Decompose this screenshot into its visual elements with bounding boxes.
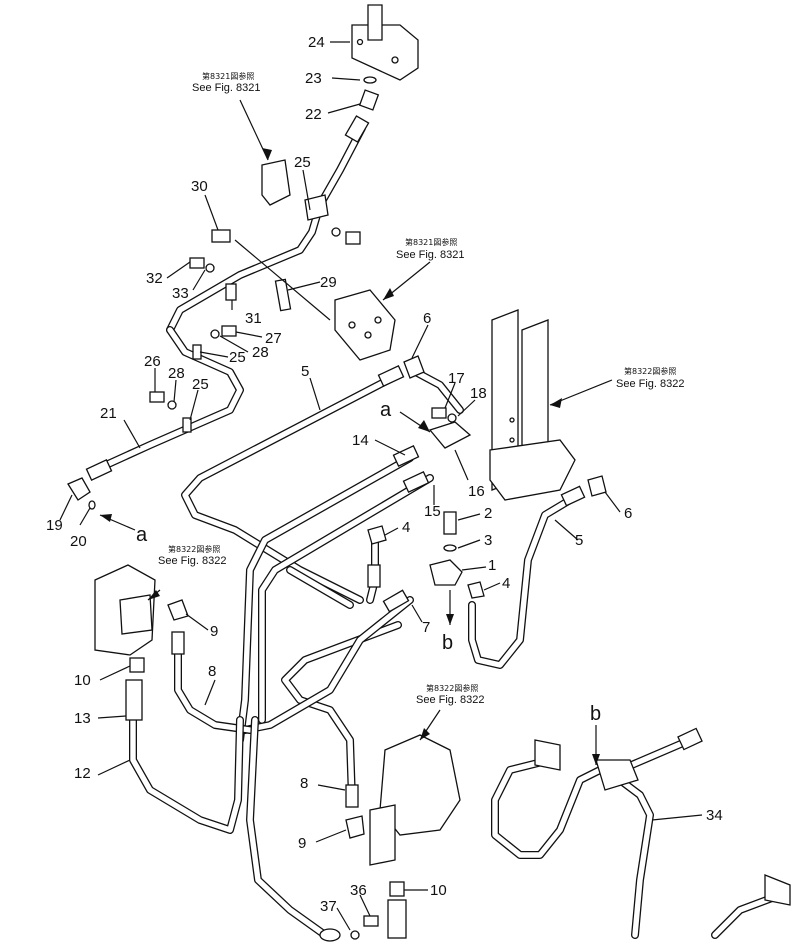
part-label: 6 [624, 505, 632, 522]
part-label: 16 [468, 483, 485, 500]
part-label: 9 [298, 835, 306, 852]
part-number-labels: 24 23 22 25 30 29 32 33 31 27 28 25 26 2… [46, 34, 723, 915]
part-label: 4 [502, 575, 510, 592]
part-label: 30 [191, 178, 208, 195]
part-label: 26 [144, 353, 161, 370]
ref-en: See Fig. 8322 [158, 555, 227, 567]
part-label: 23 [305, 70, 322, 87]
components [67, 4, 791, 942]
letter-label: b [442, 632, 453, 654]
part-label: 29 [320, 274, 337, 291]
part-label: 36 [350, 882, 367, 899]
part-label: 4 [402, 519, 410, 536]
part-label: 6 [423, 310, 431, 327]
part-label: 34 [706, 807, 723, 824]
part-label: 1 [488, 557, 496, 574]
part-label: 10 [74, 672, 91, 689]
ref-en: See Fig. 8321 [192, 82, 261, 94]
part-label: 14 [352, 432, 369, 449]
hose-fittings [85, 115, 703, 808]
ref-en: See Fig. 8321 [396, 249, 465, 261]
ref-jp: 第8321図参照 [405, 237, 457, 247]
ref-jp: 第8322図参照 [624, 366, 676, 376]
leader-lines [59, 41, 703, 931]
ref-en: See Fig. 8322 [616, 378, 685, 390]
part-label: 3 [484, 532, 492, 549]
part-label: 5 [575, 532, 583, 549]
ref-jp: 第8322図参照 [426, 683, 478, 693]
part-label: 28 [252, 344, 269, 361]
part-label: 8 [300, 775, 308, 792]
reference-notes: 第8321図参照 See Fig. 8321 第8321図参照 See Fig.… [158, 71, 685, 706]
part-label: 33 [172, 285, 189, 302]
part-label: 22 [305, 106, 322, 123]
part-label: 9 [210, 623, 218, 640]
part-label: 32 [146, 270, 163, 287]
part-label: 25 [294, 154, 311, 171]
part-label: 8 [208, 663, 216, 680]
part-label: 28 [168, 365, 185, 382]
part-label: 24 [308, 34, 325, 51]
part-label: 5 [301, 363, 309, 380]
letter-label: a [136, 524, 148, 546]
part-label: 31 [245, 310, 262, 327]
part-label: 15 [424, 503, 441, 520]
letter-label: a [380, 399, 392, 421]
part-label: 17 [448, 370, 465, 387]
part-label: 7 [422, 619, 430, 636]
part-label: 10 [430, 882, 447, 899]
part-label: 37 [320, 898, 337, 915]
part-label: 20 [70, 533, 87, 550]
letter-labels: a a b b [136, 399, 601, 725]
ref-jp: 第8321図参照 [202, 71, 254, 81]
part-label: 25 [229, 349, 246, 366]
ref-en: See Fig. 8322 [416, 694, 485, 706]
part-label: 2 [484, 505, 492, 522]
part-label: 13 [74, 710, 91, 727]
ref-jp: 第8322図参照 [168, 544, 220, 554]
letter-label: b [590, 703, 601, 725]
part-label: 19 [46, 517, 63, 534]
part-label: 18 [470, 385, 487, 402]
pipes [91, 124, 784, 939]
part-label: 25 [192, 376, 209, 393]
part-label: 27 [265, 330, 282, 347]
part-label: 12 [74, 765, 91, 782]
part-label: 21 [100, 405, 117, 422]
